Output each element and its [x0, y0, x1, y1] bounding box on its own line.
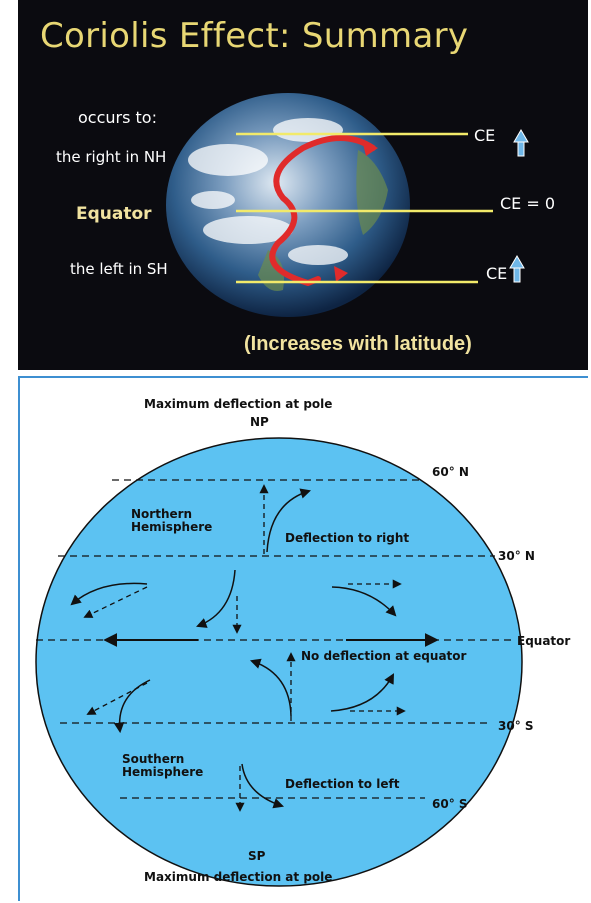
- arrow-curve-nh-left: [70, 582, 148, 606]
- arrow-curve-nh-up: [266, 488, 312, 553]
- arrow-curve-sh-up: [250, 658, 292, 717]
- slide-title: Coriolis Effect: Summary: [40, 16, 469, 56]
- southern-hemisphere-label-line2: Hemisphere: [122, 765, 203, 779]
- northern-hemisphere-label-line1: Northern: [131, 507, 192, 521]
- no-deflection-label: No deflection at equator: [301, 649, 467, 663]
- swirl-arrow: [269, 135, 376, 287]
- deflection-left-label: Deflection to left: [285, 777, 400, 791]
- globe: [35, 437, 523, 887]
- np-label: NP: [250, 415, 269, 429]
- arrow-curve-nh-down: [196, 569, 236, 628]
- northern-hemisphere-label-line2: Hemisphere: [131, 520, 212, 534]
- bottom-caption: Maximum deflection at pole: [144, 870, 332, 884]
- slide-graphics: [166, 93, 529, 317]
- deflection-diagram: Maximum deflection at pole NP 60° N 30° …: [18, 376, 588, 901]
- arrow-curve-nh-right: [331, 586, 397, 617]
- equator-label: Equator: [517, 634, 570, 648]
- lat-30s-label: 30° S: [498, 719, 534, 733]
- swirl-arrowhead-top: [362, 140, 378, 156]
- coriolis-summary-slide: Coriolis Effect: Summary occurs to: the …: [18, 0, 588, 370]
- arrow-curve-sh-down: [241, 763, 284, 809]
- lat-60s-label: 60° S: [432, 797, 468, 811]
- deflection-diagram-svg: Maximum deflection at pole NP 60° N 30° …: [35, 397, 570, 887]
- ce-top-label: CE: [474, 126, 496, 145]
- arrow-curve-sh-left: [113, 679, 151, 734]
- increase-arrow-icon-bottom: [509, 255, 525, 283]
- equator-label: Equator: [76, 204, 152, 224]
- ce-zero-label: CE = 0: [500, 194, 556, 213]
- ce-bottom-label: CE: [486, 264, 508, 283]
- swirl-arrowhead-bottom: [334, 266, 348, 282]
- deflection-right-label: Deflection to right: [285, 531, 409, 545]
- arrow-curve-sh-right: [330, 673, 395, 712]
- top-caption: Maximum deflection at pole: [144, 397, 332, 411]
- occurs-label: occurs to:: [78, 108, 157, 127]
- increase-arrow-icon: [513, 129, 529, 157]
- right-in-nh-label: the right in NH: [56, 148, 167, 166]
- lat-60n-label: 60° N: [432, 465, 469, 479]
- left-in-sh-label: the left in SH: [70, 260, 168, 278]
- slide-footer: (Increases with latitude): [244, 333, 472, 355]
- arrow-straight-nh-left: [83, 586, 148, 618]
- southern-hemisphere-label-line1: Southern: [122, 752, 184, 766]
- sp-label: SP: [248, 849, 266, 863]
- earth-clouds: [188, 118, 348, 265]
- lat-30n-label: 30° N: [498, 549, 535, 563]
